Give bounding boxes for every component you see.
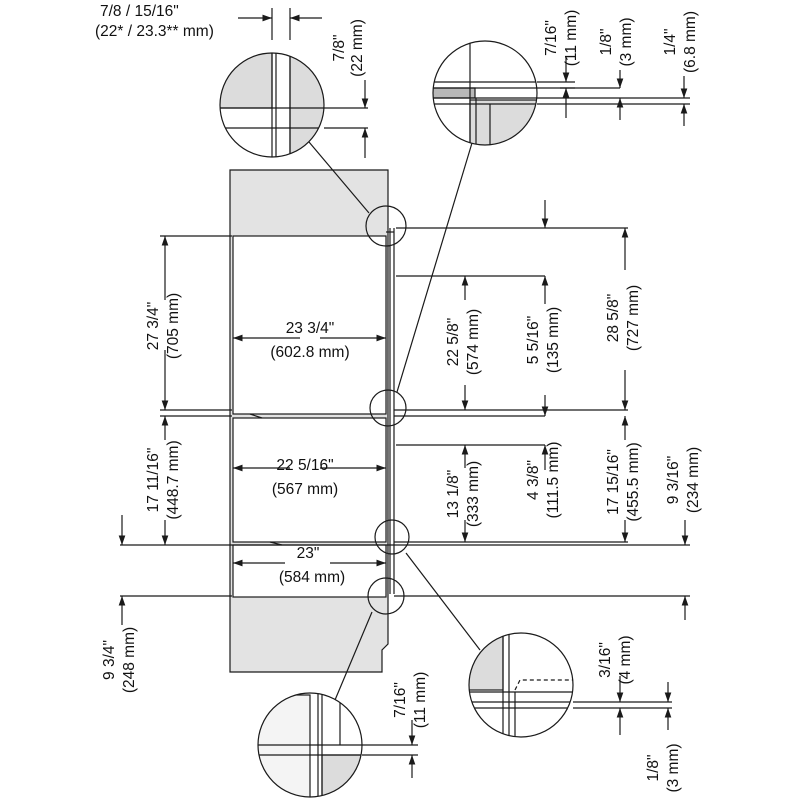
d2c-in-label: 1/4" [662, 28, 679, 55]
d4-in-label: 1/8" [645, 754, 662, 781]
upper-offset-mm-label: (135 mm) [545, 307, 562, 373]
d2a-mm-label: (11 mm) [563, 10, 580, 67]
d3-in-label: 3/16" [597, 642, 614, 678]
d5-mm-label: (11 mm) [412, 672, 429, 729]
lower-total-mm-label: (455.5 mm) [625, 442, 642, 521]
upper-height-mm-label: (705 mm) [165, 293, 182, 359]
cabinet-outline [229, 169, 395, 673]
lower-inner-mm-label: (333 mm) [465, 461, 482, 527]
d5-in-label: 7/16" [392, 682, 409, 718]
detail-circle-3 [468, 632, 672, 738]
upper-total-mm-label: (727 mm) [625, 285, 642, 351]
top-gap-in-label: 7/8 / 15/16" [100, 3, 179, 20]
upper-width-mm-label: (602.8 mm) [270, 344, 349, 361]
lower-offset-mm-label: (111.5 mm) [545, 442, 562, 519]
d4-mm-label: (3 mm) [665, 743, 682, 792]
d1-in-label: 7/8" [331, 34, 348, 61]
detail-marker-circle [369, 389, 407, 427]
d1-mm-label: (22 mm) [349, 19, 366, 77]
lower-height-mm-label: (448.7 mm) [165, 440, 182, 519]
bottom-height-in-label: 9 3/4" [101, 640, 118, 680]
lower-height-in-label: 17 11/16" [145, 448, 162, 513]
dimension-lines [118, 14, 689, 778]
detail-circle-1 [219, 52, 368, 158]
upper-inner-mm-label: (574 mm) [465, 309, 482, 375]
d2c-mm-label: (6.8 mm) [682, 11, 699, 73]
lower-offset-in-label: 4 3/8" [525, 460, 542, 500]
dimension-labels: 7/8 / 15/16" (22* / 23.3** mm) 7/8" (22 … [95, 3, 702, 793]
d2a-in-label: 7/16" [543, 20, 560, 56]
lower-inner-in-label: 13 1/8" [445, 470, 462, 519]
upper-inner-in-label: 22 5/8" [445, 318, 462, 367]
detail-circle-2 [432, 40, 690, 146]
drawer-in-label: 9 3/16" [665, 456, 682, 505]
bottom-width-in-label: 23" [297, 545, 320, 562]
drawer-mm-label: (234 mm) [685, 447, 702, 513]
upper-width-in-label: 23 3/4" [286, 320, 335, 337]
bottom-height-mm-label: (248 mm) [121, 627, 138, 693]
lower-total-in-label: 17 15/16" [605, 449, 622, 515]
extension-lines [120, 8, 690, 597]
d2b-mm-label: (3 mm) [618, 17, 635, 66]
lower-width-in-label: 22 5/16" [276, 457, 333, 474]
top-gap-mm-label: (22* / 23.3** mm) [95, 23, 214, 40]
upper-offset-in-label: 5 5/16" [525, 316, 542, 365]
upper-total-in-label: 28 5/8" [605, 294, 622, 343]
bottom-width-mm-label: (584 mm) [279, 569, 345, 586]
d2b-in-label: 1/8" [598, 28, 615, 55]
detail-marker-circle [365, 205, 407, 247]
lower-width-mm-label: (567 mm) [272, 481, 338, 498]
d3-mm-label: (4 mm) [617, 635, 634, 684]
detail-marker-circle [374, 519, 410, 555]
upper-height-in-label: 27 3/4" [145, 302, 162, 351]
